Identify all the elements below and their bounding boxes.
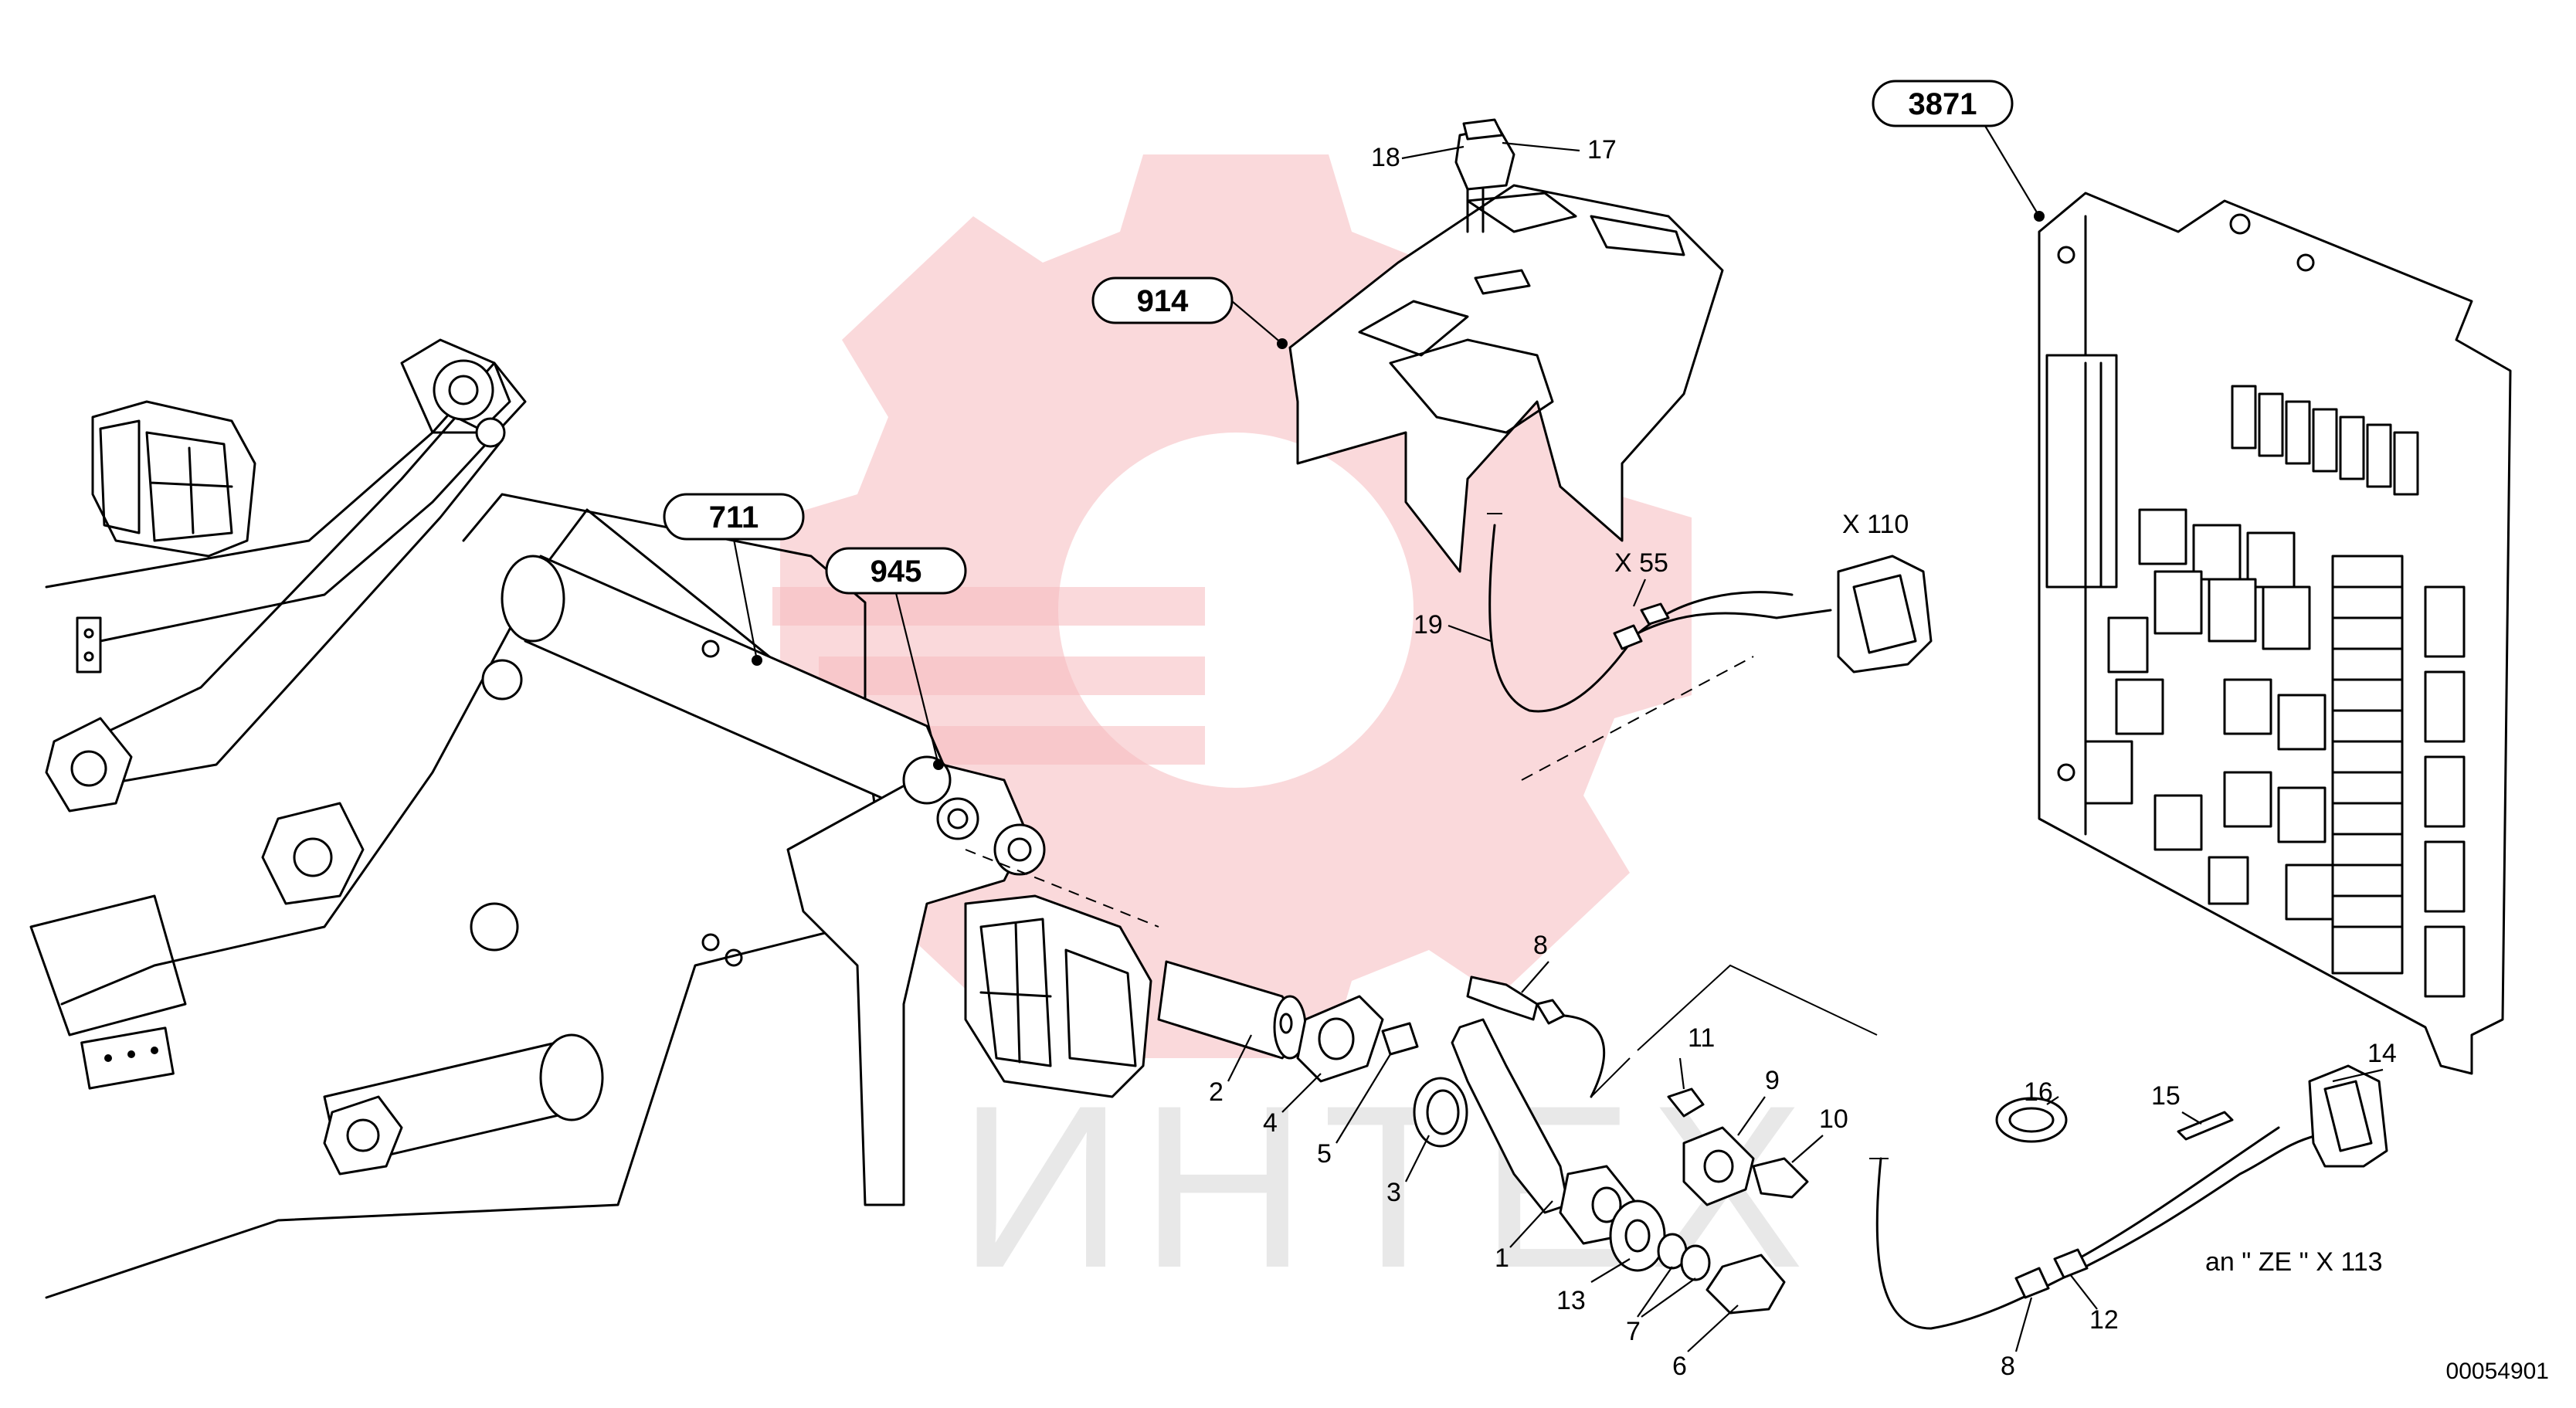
svg-text:13: 13 xyxy=(1556,1286,1586,1315)
svg-text:16: 16 xyxy=(2024,1077,2053,1107)
svg-text:17: 17 xyxy=(1587,135,1617,165)
watermark-text: ИНТЕХ xyxy=(958,1057,1820,1316)
svg-text:12: 12 xyxy=(2089,1305,2119,1335)
callout-3871: 3871 xyxy=(1872,80,2045,222)
connector-label-x113: an " ZE " X 113 xyxy=(2205,1247,2383,1277)
connector-blocks xyxy=(2084,508,2334,921)
svg-text:9: 9 xyxy=(1765,1066,1780,1095)
svg-text:11: 11 xyxy=(1688,1023,1715,1053)
svg-text:5: 5 xyxy=(1317,1139,1332,1169)
connector-label-x55: X 55 xyxy=(1614,548,1668,578)
svg-text:711: 711 xyxy=(709,500,759,534)
svg-text:945: 945 xyxy=(871,555,922,589)
wiring-harness-x113 xyxy=(1869,1064,2388,1330)
callout-914: 914 xyxy=(1091,277,1288,349)
operator-console xyxy=(1288,118,1724,573)
svg-text:3871: 3871 xyxy=(1909,87,1977,121)
svg-text:1: 1 xyxy=(1495,1243,1509,1273)
wiring-harness-19 xyxy=(1487,513,1933,781)
connector-label-x110: X 110 xyxy=(1842,510,1909,539)
svg-text:2: 2 xyxy=(1209,1077,1224,1107)
sensor-bracket-assembly xyxy=(1413,1018,1786,1315)
loader-boom-assembly xyxy=(29,338,1159,1299)
svg-text:3: 3 xyxy=(1386,1178,1401,1207)
svg-text:8: 8 xyxy=(2001,1352,2015,1381)
svg-text:14: 14 xyxy=(2367,1039,2397,1068)
svg-text:914: 914 xyxy=(1137,284,1189,318)
proximity-sensor xyxy=(1466,964,1878,1098)
svg-text:8: 8 xyxy=(1533,931,1548,960)
fuse-strip xyxy=(2331,555,2466,998)
drawing-number: 00054901 xyxy=(2446,1359,2549,1384)
svg-text:10: 10 xyxy=(1819,1104,1848,1134)
callout-945: 945 xyxy=(825,547,967,770)
svg-text:4: 4 xyxy=(1263,1108,1278,1138)
part-labels: 18 17 19 2 4 5 3 1 8 13 7 6 11 9 10 14 1… xyxy=(1209,135,2397,1381)
x55-leader xyxy=(1632,578,1647,607)
svg-text:19: 19 xyxy=(1414,610,1443,640)
sensor-clip-hardware xyxy=(1667,1087,1809,1206)
pin-assembly xyxy=(1157,960,1419,1083)
svg-text:7: 7 xyxy=(1626,1317,1641,1346)
control-unit-3871 xyxy=(2038,192,2512,1075)
svg-text:15: 15 xyxy=(2151,1081,2181,1111)
svg-text:18: 18 xyxy=(1371,143,1400,172)
svg-text:6: 6 xyxy=(1672,1352,1687,1381)
relay-bank xyxy=(2231,385,2419,496)
callout-711: 711 xyxy=(663,493,805,666)
